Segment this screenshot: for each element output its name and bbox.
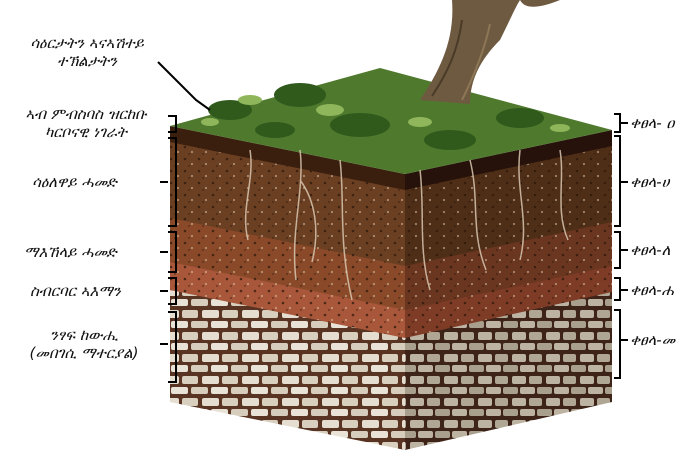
label-parent-line2: (መበገሲ ማተርያል) [6,344,162,362]
soil-block-side-face [405,130,612,450]
label-topsoil: ሳዕለዋይ ሓመድ [32,173,117,191]
soil-block-front-face [170,126,405,450]
label-organic-matter: ኣብ ምብስባስ ዝርከቡ ካርቦናዊ ነገራት [6,105,166,141]
label-weathered-rock: ስብርባር ኣእማን [30,282,121,300]
label-subsoil: ማእኸላይ ሓመድ [24,243,117,261]
right-callouts [614,114,628,378]
bracket-horizon-a [614,136,620,226]
label-organic-line2: ካርቦናዊ ነገራት [6,123,166,141]
label-horizon-b: ቀፀላ-ለ [630,241,670,259]
label-horizon-a: ቀፀላ-ሀ [630,173,670,191]
label-horizon-o: ቀፀላ- ዐ [630,114,675,132]
callout-line-plants [158,62,210,110]
bracket-horizon-o [614,114,620,132]
label-parent-material: ንፃፍ ከውሒ (መበገሲ ማተርያል) [6,326,162,362]
label-plants-line2: ተኽልታትን [12,52,162,70]
bracket-horizon-c [614,278,620,300]
bracket-horizon-r [614,310,620,378]
label-parent-line1: ንፃፍ ከውሒ [6,326,162,344]
label-organic-line1: ኣብ ምብስባስ ዝርከቡ [6,105,166,123]
tree-trunk [420,0,560,104]
label-horizon-c: ቀፀላ-ሐ [630,281,674,299]
label-plants: ሳዕርታትን ኣናኣሽተይ ተኽልታትን [12,34,162,70]
label-horizon-r: ቀፀላ-መ [630,331,675,349]
label-plants-line1: ሳዕርታትን ኣናኣሽተይ [12,34,162,52]
bracket-horizon-b [614,232,620,268]
